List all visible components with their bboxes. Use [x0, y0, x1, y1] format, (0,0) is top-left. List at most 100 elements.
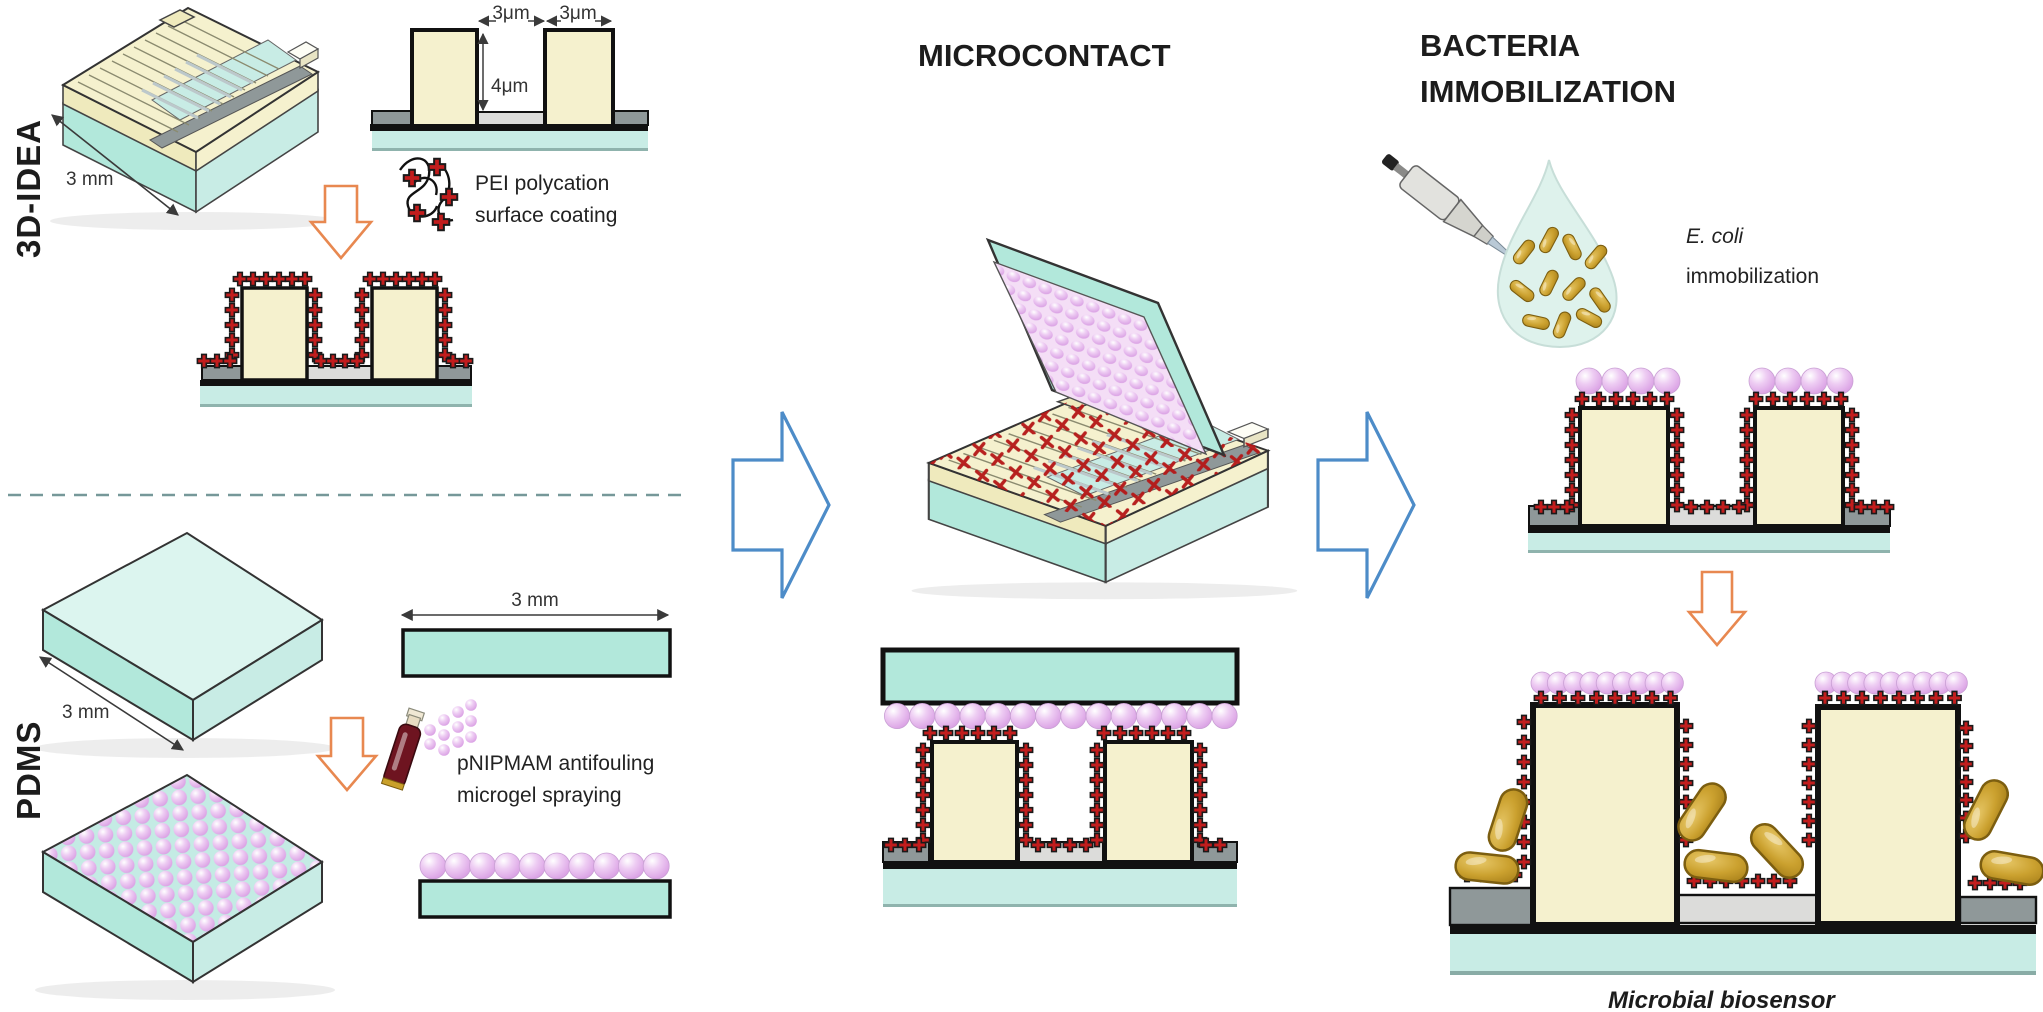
plus-charge-icon: [1089, 757, 1105, 773]
spray-bottle-icon: [380, 699, 477, 791]
plus-charge-icon: [915, 802, 931, 818]
plus-charge-icon: [375, 271, 391, 287]
idea-cross-section-coated: [196, 271, 474, 407]
plus-charge-icon: [1669, 407, 1685, 423]
microgel-sphere-icon: [1136, 703, 1163, 730]
microgel-sphere-icon: [1653, 367, 1681, 395]
plus-charge-icon: [1833, 391, 1849, 407]
ecoli-caption-line1: E. coli: [1686, 225, 1745, 248]
plus-charge-icon: [401, 271, 417, 287]
electrode-width-label: 3μm: [559, 3, 596, 24]
plus-charge-icon: [915, 772, 931, 788]
plus-charge-icon: [1516, 734, 1532, 750]
plus-charge-icon: [1844, 467, 1860, 483]
pei-caption-line1: PEI polycation: [475, 172, 609, 195]
plus-charge-icon: [1564, 467, 1580, 483]
plus-charge-icon: [1801, 794, 1817, 810]
plus-charge-icon: [362, 271, 378, 287]
plus-charge-icon: [1801, 813, 1817, 829]
electrode-gap-dimension: 3μm: [477, 3, 546, 27]
microgel-caps: [1575, 367, 1854, 395]
microgel-sphere-icon: [419, 852, 447, 880]
plus-charge-icon: [1669, 482, 1685, 498]
plus-charge-icon: [1089, 817, 1105, 833]
plus-charge-icon: [1176, 725, 1192, 741]
microcontact-cross-section: [880, 647, 1240, 907]
plus-charge-icon: [1678, 737, 1694, 753]
plus-charge-icon: [1799, 391, 1815, 407]
pei-polymer-icon: [399, 157, 459, 232]
plus-charge-icon: [224, 332, 240, 348]
plus-charge-icon: [1678, 718, 1694, 734]
plus-charge-icon: [1844, 437, 1860, 453]
microgel-sphere-icon: [642, 852, 670, 880]
plus-charge-icon: [1750, 873, 1766, 889]
pdms-slab-dimension-label: 3 mm: [62, 702, 110, 723]
plus-charge-icon: [915, 817, 931, 833]
plus-charge-icon: [1958, 738, 1974, 754]
pdms-section-label: PDMS: [10, 721, 47, 820]
plus-charge-icon: [1801, 832, 1817, 848]
plus-charge-icon: [354, 332, 370, 348]
microgel-caps: [1530, 671, 1968, 695]
plus-charge-icon: [1739, 482, 1755, 498]
microgel-sphere-icon: [568, 852, 596, 880]
plus-charge-icon: [1002, 725, 1018, 741]
plus-charge-icon: [1844, 407, 1860, 423]
plus-charge-icon: [1765, 391, 1781, 407]
plus-charge-icon: [224, 317, 240, 333]
microgel-sphere-icon: [1627, 367, 1655, 395]
plus-charge-icon: [1739, 437, 1755, 453]
electrode-height-dimension: 4μm: [477, 32, 528, 112]
plus-charge-icon: [1089, 802, 1105, 818]
plus-charge-icon: [1844, 422, 1860, 438]
spray-mist: [424, 699, 477, 756]
microgel-layer: [419, 852, 670, 880]
plus-charge-icon: [1958, 792, 1974, 808]
plus-charge-icon: [1516, 834, 1532, 850]
plus-charge-icon: [1958, 720, 1974, 736]
immobilization-cross-section: [1528, 367, 1895, 553]
pdms-slab-dimension: 3 mm: [38, 656, 185, 751]
plus-charge-icon: [1669, 437, 1685, 453]
plus-charge-icon: [1516, 754, 1532, 770]
plus-charge-icon: [388, 271, 404, 287]
plus-charge-icon: [1192, 742, 1208, 758]
plus-charge-icon: [1018, 742, 1034, 758]
plus-charge-icon: [1591, 391, 1607, 407]
plus-charge-icon: [1564, 422, 1580, 438]
microgel-sphere-icon: [1211, 703, 1238, 730]
plus-charge-icon: [307, 287, 323, 303]
plus-charge-icon: [1089, 787, 1105, 803]
microgel-sphere-icon: [1085, 703, 1112, 730]
plus-charge-icon: [1739, 467, 1755, 483]
plus-charge-icon: [1608, 391, 1624, 407]
pdms-lid: [985, 237, 1227, 458]
microgel-face: [992, 260, 1208, 456]
plus-charge-icon: [1018, 817, 1034, 833]
electrode-gap-label: 3μm: [492, 3, 529, 24]
bacteria-title-line2: IMMOBILIZATION: [1420, 74, 1676, 109]
microgel-sphere-icon: [1748, 367, 1776, 395]
plus-charge-icon: [437, 287, 453, 303]
plus-charge-icon: [1766, 873, 1782, 889]
spray-caption-line1: pNIPMAM antifouling: [457, 752, 654, 775]
microgel-sphere-icon: [593, 852, 620, 880]
biosensor-caption: Microbial biosensor: [1608, 987, 1836, 1012]
spray-caption-line2: microgel spraying: [457, 784, 622, 807]
plus-charge-icon: [1782, 391, 1798, 407]
microgel-sphere-icon: [1601, 367, 1629, 395]
plus-charge-icon: [1801, 718, 1817, 734]
plus-charge-icon: [1967, 875, 1983, 891]
plus-charge-icon: [232, 271, 248, 287]
plus-charge-icon: [915, 757, 931, 773]
microgel-sphere-icon: [884, 703, 911, 730]
plus-charge-icon: [1192, 757, 1208, 773]
pdms-bar-2d: 3 mm: [400, 590, 672, 678]
idea-cross-section-bare: 3μm 3μm 4μm: [370, 3, 649, 151]
plus-charge-icon: [245, 271, 261, 287]
microgel-sphere-icon: [1161, 703, 1188, 730]
microgel-sphere-icon: [934, 703, 961, 730]
